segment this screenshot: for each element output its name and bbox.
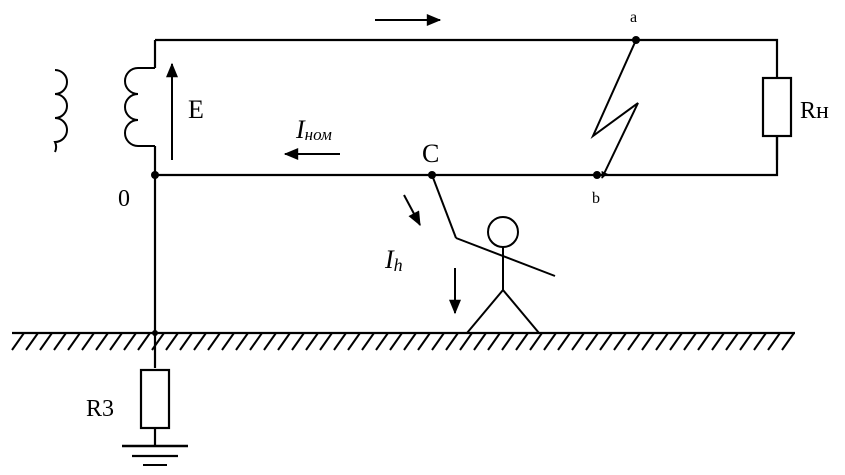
hatch-stroke [319, 332, 333, 351]
node-0-dot [151, 171, 159, 179]
person-arms-bar [455, 237, 556, 277]
bottom-conductor [155, 135, 779, 177]
hatch-stroke [375, 332, 389, 351]
hatch-stroke [473, 332, 487, 351]
hatch-stroke [25, 332, 39, 351]
human-current-label: Ih [384, 245, 403, 275]
node-c-label: C [422, 139, 439, 168]
hatch-stroke [221, 332, 235, 351]
hatch-stroke [389, 332, 403, 351]
hatch-stroke [557, 332, 571, 351]
human-current-arrow-diagonal [403, 194, 421, 227]
nominal-current-label: Iном [295, 115, 332, 144]
hatch-stroke [151, 332, 165, 351]
hatch-stroke [39, 332, 53, 351]
nominal-current-symbol: I [295, 115, 306, 144]
person-figure [431, 174, 556, 334]
earth-hatching [11, 332, 795, 351]
hatch-stroke [445, 332, 459, 351]
hatch-stroke [95, 332, 109, 351]
hatch-stroke [501, 332, 515, 351]
hatch-stroke [305, 332, 319, 351]
node-ground-dot [152, 330, 158, 336]
hatch-stroke [487, 332, 501, 351]
hatch-stroke [613, 332, 627, 351]
hatch-stroke [725, 332, 739, 351]
load-resistor-label: Rн [800, 98, 829, 124]
hatch-stroke [739, 332, 753, 351]
hatch-stroke [109, 332, 123, 351]
hatch-stroke [571, 332, 585, 351]
hatch-stroke [11, 332, 25, 351]
node-a-label: a [630, 9, 637, 26]
person-arm [431, 174, 457, 239]
hatch-stroke [207, 332, 221, 351]
hatch-stroke [123, 332, 137, 351]
hatch-stroke [67, 332, 81, 351]
hatch-stroke [403, 332, 417, 351]
hatch-stroke [781, 332, 795, 351]
hatch-stroke [277, 332, 291, 351]
hatch-stroke [711, 332, 725, 351]
hatch-stroke [683, 332, 697, 351]
hatch-stroke [697, 332, 711, 351]
top-conductor [155, 38, 779, 160]
hatch-stroke [263, 332, 277, 351]
hatch-stroke [235, 332, 249, 351]
ground-resistor-label: R3 [86, 396, 114, 422]
hatch-stroke [543, 332, 557, 351]
hatch-stroke [655, 332, 669, 351]
hatch-stroke [193, 332, 207, 351]
hatch-stroke [249, 332, 263, 351]
hatch-stroke [347, 332, 361, 351]
hatch-stroke [179, 332, 193, 351]
hatch-stroke [333, 332, 347, 351]
human-current-symbol: I [384, 245, 395, 274]
hatch-stroke [291, 332, 305, 351]
node-b-label: b [592, 190, 600, 207]
hatch-stroke [417, 332, 431, 351]
hatch-stroke [753, 332, 767, 351]
person-left-leg [466, 289, 504, 334]
emf-label: E [188, 95, 204, 124]
hatch-stroke [431, 332, 445, 351]
hatch-stroke [515, 332, 529, 351]
hatch-stroke [459, 332, 473, 351]
hatch-stroke [585, 332, 599, 351]
hatch-stroke [599, 332, 613, 351]
human-current-subscript: h [394, 255, 403, 275]
node-0-label: 0 [118, 186, 130, 212]
person-right-leg [502, 289, 540, 334]
hatch-stroke [669, 332, 683, 351]
node-b-dot [593, 171, 601, 179]
hatch-stroke [767, 332, 781, 351]
transformer-secondary-coil [124, 67, 155, 147]
hatch-stroke [53, 332, 67, 351]
person-head [487, 216, 519, 248]
hatch-stroke [81, 332, 95, 351]
hatch-stroke [529, 332, 543, 351]
fault-zigzag [590, 39, 639, 179]
hatch-stroke [137, 332, 151, 351]
hatch-stroke [641, 332, 655, 351]
transformer-primary-coil [53, 69, 68, 153]
hatch-stroke [627, 332, 641, 351]
ground-resistor [139, 368, 171, 430]
hatch-stroke [361, 332, 375, 351]
load-resistor [761, 76, 793, 138]
hatch-stroke [165, 332, 179, 351]
nominal-current-subscript: ном [305, 125, 332, 144]
